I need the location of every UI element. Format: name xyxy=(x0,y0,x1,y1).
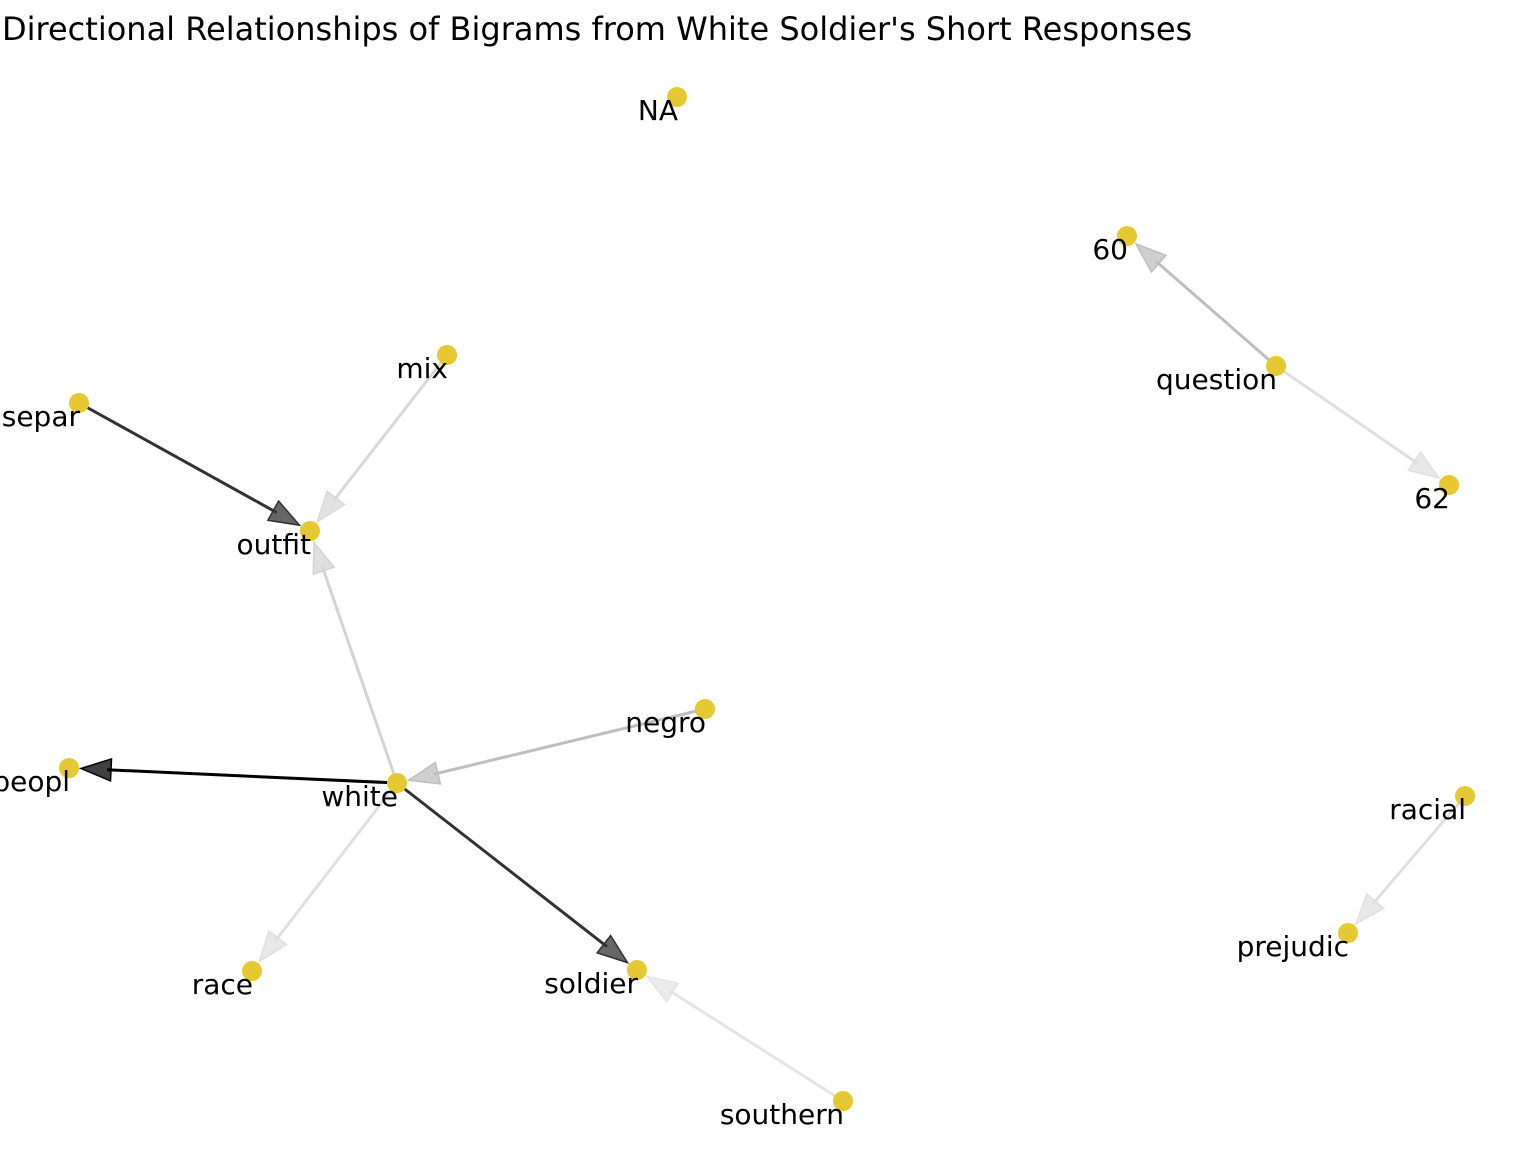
node-race xyxy=(242,961,262,981)
node-label-negro: negro xyxy=(625,706,706,739)
arrowhead-icon xyxy=(595,934,630,964)
node-mix xyxy=(437,345,457,365)
edge-white-to-outfit xyxy=(312,540,399,784)
node-layer xyxy=(59,87,1475,1111)
edge-line xyxy=(332,354,449,502)
edge-line xyxy=(1275,364,1419,465)
edge-white-to-soldier xyxy=(396,781,630,964)
edge-negro-to-white xyxy=(406,707,706,785)
node-label-racial: racial xyxy=(1389,793,1466,826)
node-racial xyxy=(1455,786,1475,806)
arrowhead-icon xyxy=(312,540,336,576)
edge-line xyxy=(78,401,278,514)
node-separ xyxy=(69,393,89,413)
edge-line xyxy=(668,989,844,1103)
arrowhead-icon xyxy=(406,761,442,785)
node-60 xyxy=(1117,226,1137,246)
diagram-title: Directional Relationships of Bigrams fro… xyxy=(2,10,1192,48)
node-prejudic xyxy=(1338,923,1358,943)
node-label-outfit: outfit xyxy=(237,528,311,561)
node-white xyxy=(387,773,407,793)
arrowhead-icon xyxy=(257,929,288,964)
node-label-white: white xyxy=(321,780,398,813)
node-peopl xyxy=(59,758,79,778)
edge-line xyxy=(433,707,706,776)
edge-line xyxy=(1154,259,1277,368)
edge-line xyxy=(1371,795,1467,906)
node-label-NA: NA xyxy=(638,94,678,127)
node-question xyxy=(1266,356,1286,376)
arrowhead-icon xyxy=(645,975,680,1004)
arrowhead-icon xyxy=(1406,450,1441,480)
edge-separ-to-outfit xyxy=(78,401,302,527)
node-label-soldier: soldier xyxy=(544,967,638,1000)
arrowhead-icon xyxy=(1354,892,1385,926)
node-label-peopl: peopl xyxy=(0,765,70,798)
edge-layer xyxy=(78,242,1467,1103)
node-label-60: 60 xyxy=(1092,233,1128,266)
node-outfit xyxy=(300,521,320,541)
edge-line xyxy=(106,768,398,785)
node-label-mix: mix xyxy=(396,352,448,385)
label-layer: NA 60 question 62 mix separ outfit negro peopl wh… xyxy=(0,94,1466,1131)
arrowhead-icon xyxy=(316,489,346,524)
node-negro xyxy=(695,699,715,719)
node-label-separ: separ xyxy=(2,400,81,433)
edge-line xyxy=(320,566,399,784)
node-southern xyxy=(833,1091,853,1111)
arrowhead-icon xyxy=(1134,242,1168,274)
edge-southern-to-soldier xyxy=(645,975,844,1103)
edge-line xyxy=(274,782,399,942)
node-label-62: 62 xyxy=(1414,482,1450,515)
arrowhead-icon xyxy=(78,757,113,783)
node-label-prejudic: prejudic xyxy=(1237,930,1349,963)
node-label-southern: southern xyxy=(720,1098,844,1131)
arrowhead-icon xyxy=(266,499,302,527)
edge-question-to-60 xyxy=(1134,242,1277,368)
node-soldier xyxy=(627,960,647,980)
node-label-question: question xyxy=(1156,363,1277,396)
edge-question-to-62 xyxy=(1275,364,1441,480)
edge-mix-to-outfit xyxy=(316,354,449,524)
node-NA xyxy=(667,87,687,107)
edge-white-to-peopl xyxy=(78,757,398,785)
node-62 xyxy=(1439,475,1459,495)
node-label-race: race xyxy=(192,968,253,1001)
edge-line xyxy=(396,781,608,948)
edge-racial-to-prejudic xyxy=(1354,795,1467,926)
edge-white-to-race xyxy=(257,782,399,964)
